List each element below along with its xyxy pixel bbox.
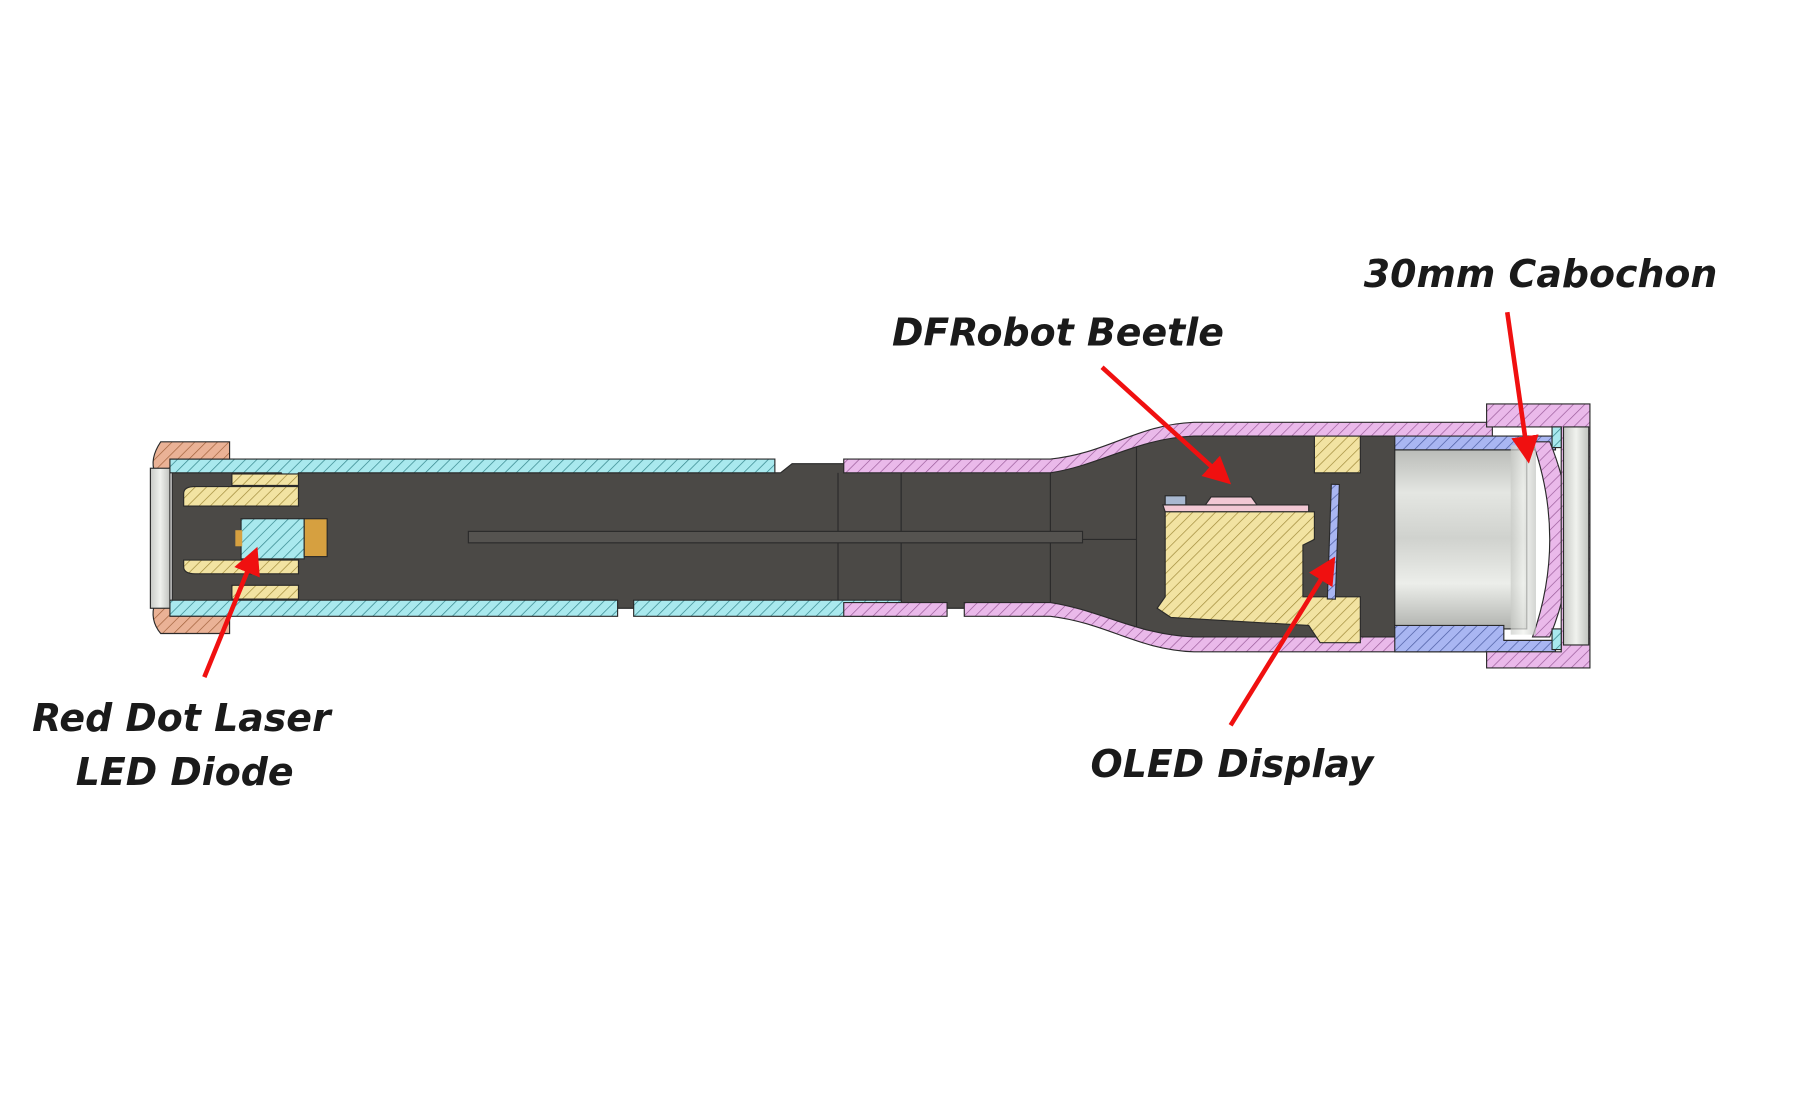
laser-arrow [202, 546, 260, 678]
dfrobot-beetle [1156, 435, 1361, 644]
label-laser-line2: LED Diode [76, 750, 294, 794]
cabochon-assembly [1394, 403, 1591, 669]
front-cap [149, 441, 231, 635]
laser-diode [240, 518, 305, 560]
label-beetle: DFRobot Beetle [892, 310, 1224, 354]
front-lens [149, 467, 171, 609]
cabochon-arrow [1504, 311, 1539, 464]
label-cabochon: 30mm Cabochon [1364, 252, 1718, 296]
oled-arrow [1228, 556, 1336, 727]
label-laser-line1: Red Dot Laser [32, 696, 333, 740]
internal-slot [467, 530, 1084, 544]
label-oled: OLED Display [1091, 742, 1376, 786]
beetle-arrow [1100, 365, 1232, 485]
